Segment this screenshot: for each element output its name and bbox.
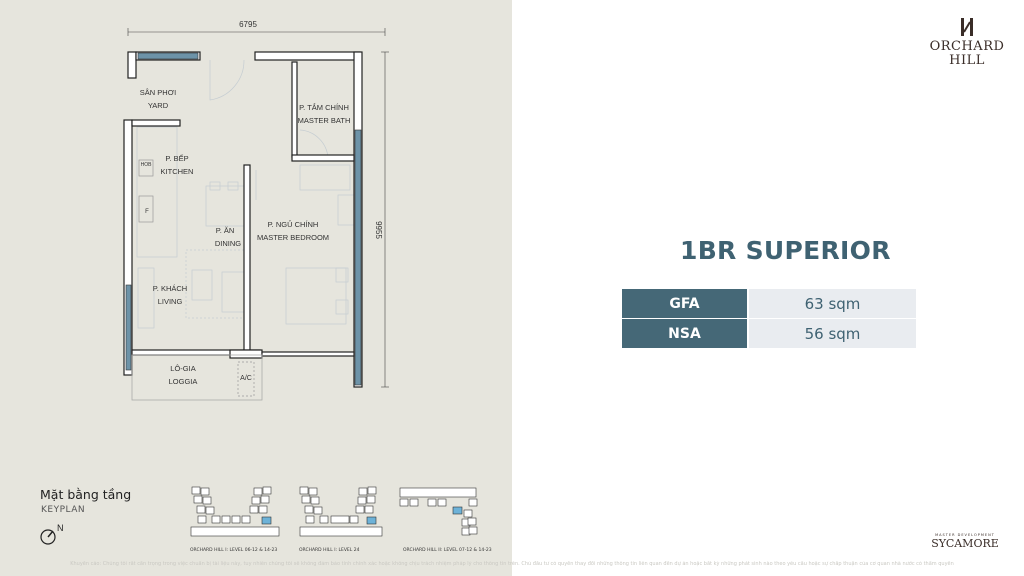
room-label: P. ĂN (216, 226, 235, 235)
north-label: N (57, 523, 64, 533)
windows (125, 52, 362, 386)
area-value: 56 sqm (749, 319, 916, 348)
room-label: P. NGỦ CHÍNH (268, 220, 319, 229)
room-label: LOGGIA (169, 377, 198, 386)
floorplan-panel: 6795 9955 SÂN PHƠI YARD P. BẾP (0, 0, 512, 576)
furniture (136, 59, 355, 397)
unit-type-title: 1BR SUPERIOR (680, 236, 891, 265)
keyplan-caption: ORCHARD HILL II: LEVEL 07-12 & 14-23 (403, 548, 492, 553)
highlighted-unit (261, 516, 272, 525)
room-label: LÔ-GIA (170, 364, 195, 373)
keyplan-caption: ORCHARD HILL I: LEVEL 24 (299, 548, 360, 553)
hob-label: HOB (141, 162, 153, 168)
orchard-hill-logo: ORCHARD HILL (922, 18, 1012, 68)
keyplan-subtitle: KEYPLAN (41, 505, 86, 515)
disclaimer-text: Khuyến cáo: Chúng tôi rất cẩn trọng tron… (70, 561, 954, 567)
room-label: P. KHÁCH (153, 284, 187, 293)
compass-icon: N (40, 523, 64, 545)
north-indicator: N (40, 523, 70, 551)
room-label: P. TẮM CHÍNH (299, 103, 349, 112)
keyplan-diagram-3 (399, 487, 478, 536)
floor-plan: 6795 9955 SÂN PHƠI YARD P. BẾP (123, 20, 389, 401)
keyplan-diagram-2 (299, 486, 383, 537)
keyplan-caption: ORCHARD HILL I: LEVEL 06-12 & 14-23 (190, 548, 278, 553)
room-label: DINING (215, 239, 241, 248)
highlighted-unit (366, 516, 377, 525)
area-row-gfa: GFA 63 sqm (622, 289, 916, 318)
area-label: GFA (622, 289, 747, 318)
info-panel (512, 0, 1024, 576)
room-label: MASTER BATH (298, 116, 351, 125)
keyplan-diagram-1 (190, 486, 280, 537)
area-row-nsa: NSA 56 sqm (622, 319, 916, 348)
width-dimension: 6795 (239, 20, 257, 29)
room-label: YARD (148, 101, 169, 110)
keyplan-title: Mặt bằng tầng (40, 487, 132, 502)
room-label: MASTER BEDROOM (257, 233, 329, 242)
dimension-lines (127, 28, 389, 388)
room-label: P. BẾP (165, 153, 188, 163)
sycamore-logo: MASTER DEVELOPMENT SYCAMORE (931, 533, 999, 550)
room-label: SÂN PHƠI (140, 88, 176, 97)
highlighted-unit (452, 506, 463, 515)
area-label: NSA (622, 319, 747, 348)
room-label: KITCHEN (161, 167, 194, 176)
room-label: LIVING (158, 297, 183, 306)
depth-dimension: 9955 (374, 221, 383, 239)
fridge-label: F (145, 209, 149, 215)
ac-label: A/C (240, 375, 252, 382)
area-value: 63 sqm (749, 289, 916, 318)
walls (123, 51, 363, 401)
logo-mark-icon (961, 18, 973, 36)
